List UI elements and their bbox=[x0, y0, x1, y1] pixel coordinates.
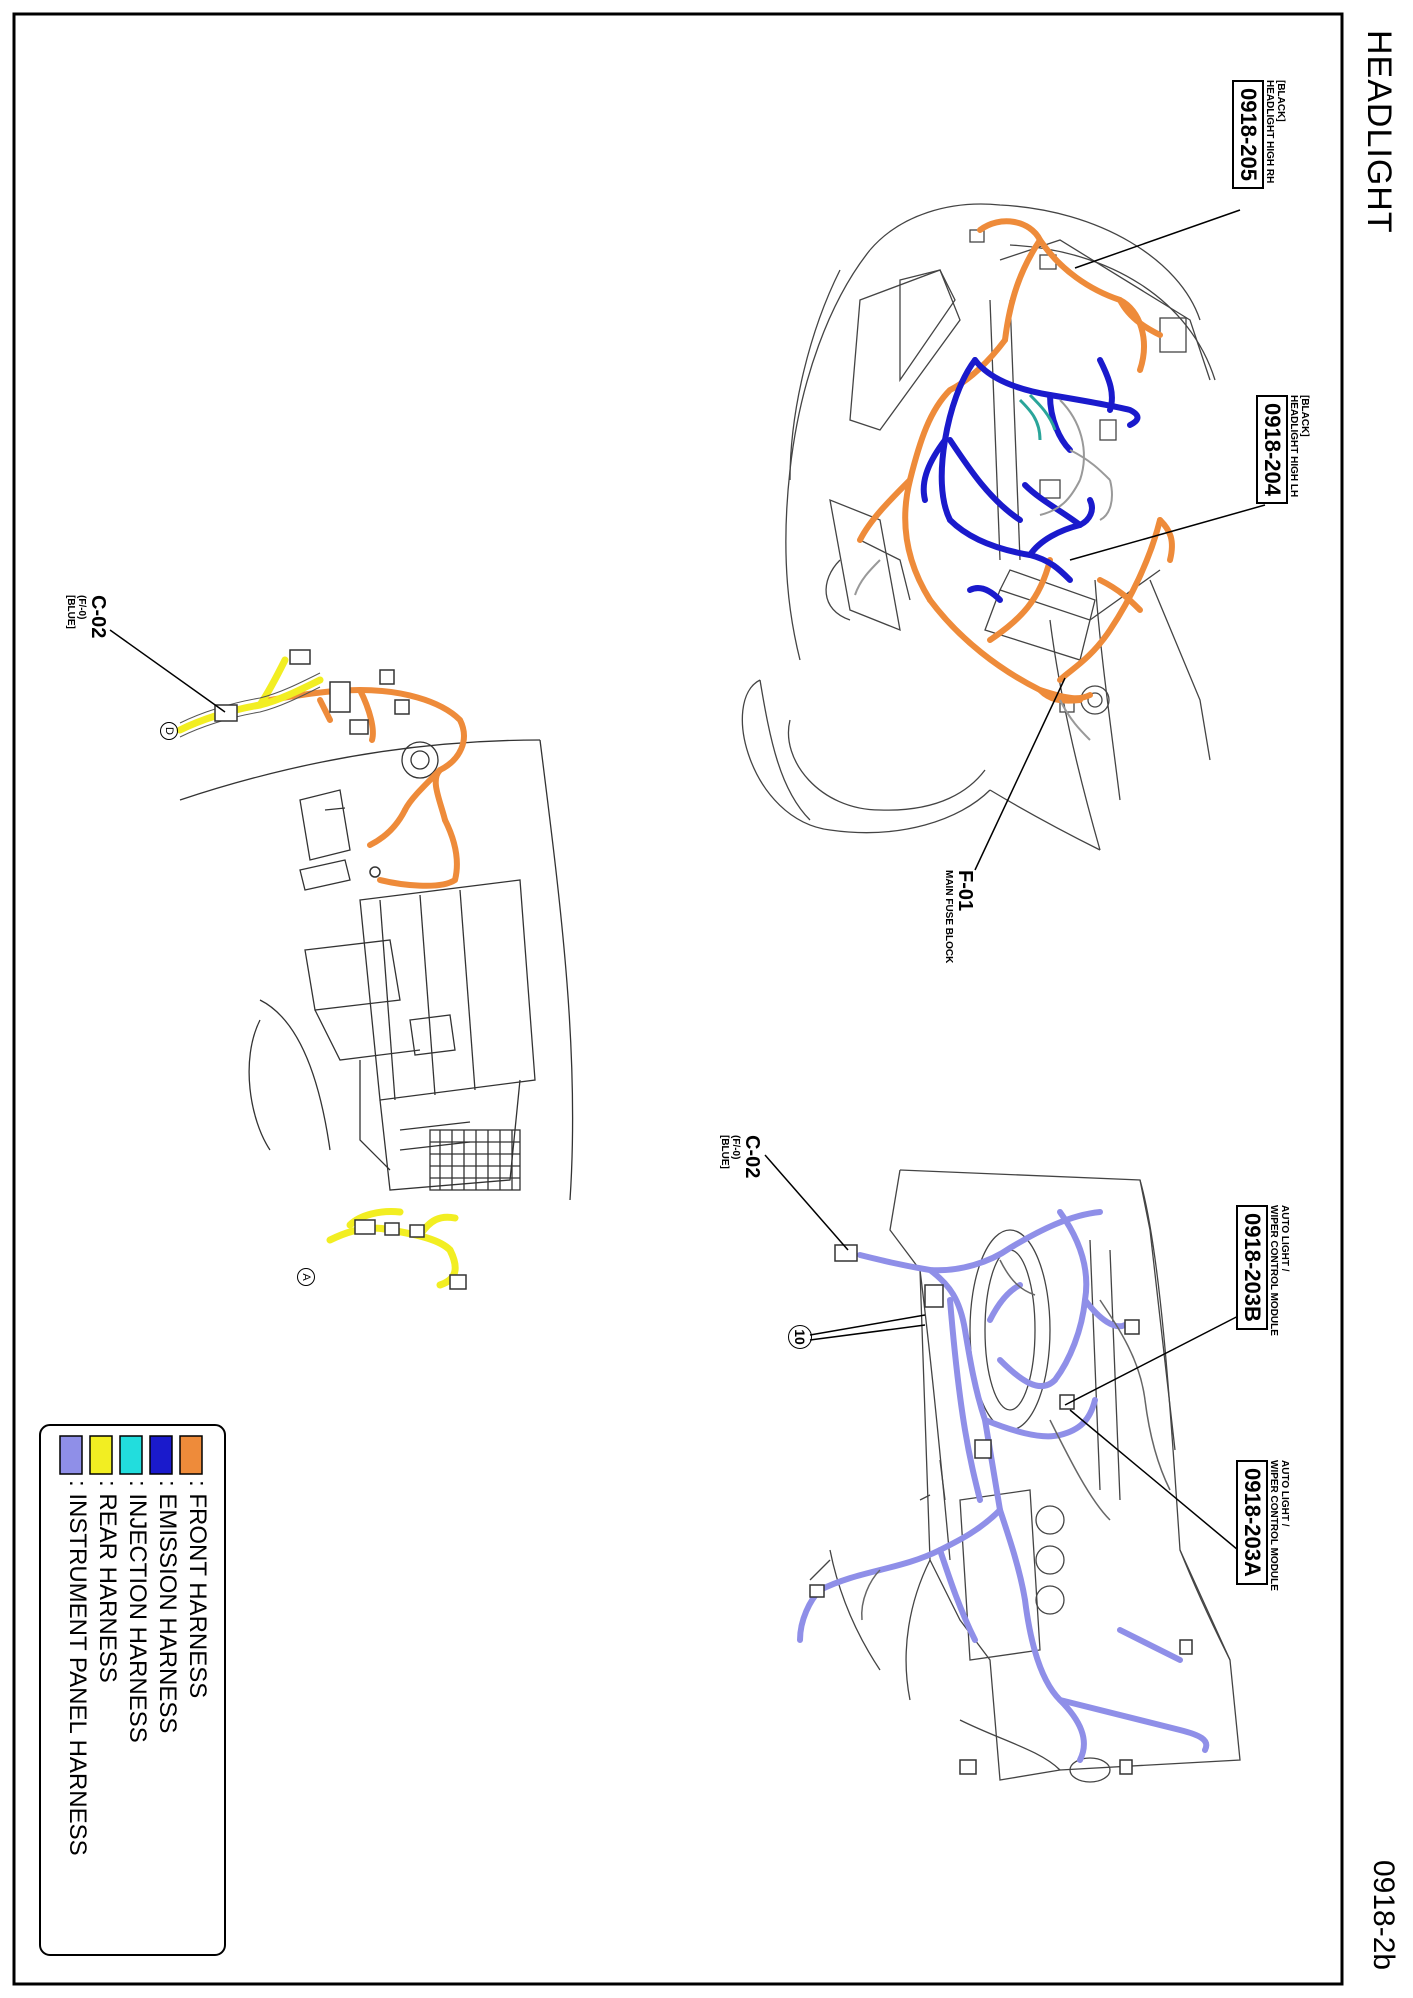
callout-wiper-module-b: AUTO LIGHT / WIPER CONTROL MODULE 0918-2… bbox=[1236, 1205, 1290, 1336]
injection-harness-engine bbox=[1018, 393, 1057, 441]
emission-harness bbox=[920, 357, 1141, 603]
callout-wiper-module-a: AUTO LIGHT / WIPER CONTROL MODULE 0918-2… bbox=[1236, 1460, 1290, 1591]
callout-headlight-high-lh: [BLACK] HEADLIGHT HIGH LH 0918-204 bbox=[1256, 395, 1310, 504]
legend-label-front-harness: : FRONT HARNESS bbox=[184, 1480, 211, 1699]
cabin-connectors bbox=[214, 649, 467, 1290]
front-harness-engine bbox=[857, 218, 1175, 704]
ip-leader-lines bbox=[764, 1154, 1251, 1561]
callout-description: HEADLIGHT HIGH LH bbox=[1288, 395, 1299, 498]
cabin-drawing bbox=[179, 739, 574, 1201]
ip-minor-wires bbox=[861, 1259, 1171, 1621]
connection-marker-d: D bbox=[160, 722, 178, 740]
ip-harness bbox=[797, 1209, 1210, 1763]
callout-description: MAIN FUSE BLOCK bbox=[943, 870, 954, 964]
engine-minor-wires bbox=[854, 399, 1113, 741]
instrument-panel-drawing bbox=[809, 1169, 1241, 1783]
legend-swatch bbox=[59, 1435, 83, 1475]
legend-swatch bbox=[149, 1435, 173, 1475]
callout-line2: WIPER CONTROL MODULE bbox=[1268, 1460, 1279, 1591]
callout-line2: WIPER CONTROL MODULE bbox=[1268, 1205, 1279, 1336]
connector-code-c-02: C-02 bbox=[87, 595, 109, 639]
legend-label-injection-harness: : INJECTION HARNESS bbox=[124, 1480, 151, 1743]
connector-code-0918-203b: 0918-203B bbox=[1236, 1205, 1268, 1330]
callout-c02-cabin: C-02 (F/-0) [BLUE] bbox=[65, 595, 109, 639]
engine-bay-drawing bbox=[741, 203, 1216, 851]
engine-leader-lines bbox=[974, 209, 1266, 871]
legend-label-rear-harness: : REAR HARNESS bbox=[94, 1480, 121, 1683]
page-title: HEADLIGHT bbox=[1360, 30, 1398, 234]
callout-color-note: [BLACK] bbox=[1275, 80, 1286, 122]
legend-box bbox=[39, 1424, 226, 1956]
ground-point-marker: 10 bbox=[788, 1325, 812, 1349]
outer-frame bbox=[12, 12, 1344, 1986]
callout-sub: (F/-0) bbox=[730, 1135, 741, 1160]
legend-swatches bbox=[59, 1435, 203, 1475]
connector-code-0918-204: 0918-204 bbox=[1256, 395, 1288, 504]
callout-c02-panel: C-02 (F/-0) [BLUE] bbox=[719, 1135, 763, 1179]
callout-line1: AUTO LIGHT / bbox=[1279, 1460, 1290, 1527]
legend-swatch bbox=[89, 1435, 113, 1475]
rear-harness-outline bbox=[179, 672, 321, 738]
connector-code-c-02: C-02 bbox=[741, 1135, 763, 1179]
legend-swatch bbox=[119, 1435, 143, 1475]
callout-headlight-high-rh: [BLACK] HEADLIGHT HIGH RH 0918-205 bbox=[1232, 80, 1286, 189]
cabin-leader-lines bbox=[109, 629, 226, 713]
ip-connectors bbox=[809, 1244, 1193, 1775]
callout-sub: (F/-0) bbox=[76, 595, 87, 620]
callout-color-note: [BLUE] bbox=[719, 1135, 730, 1169]
page-code: 0918-2b bbox=[1367, 1860, 1400, 1971]
callout-description: HEADLIGHT HIGH RH bbox=[1264, 80, 1275, 184]
callout-color-note: [BLUE] bbox=[65, 595, 76, 629]
connector-code-f-01: F-01 bbox=[954, 870, 976, 912]
callout-color-note: [BLACK] bbox=[1299, 395, 1310, 437]
callout-line1: AUTO LIGHT / bbox=[1279, 1205, 1290, 1272]
legend-label-emission-harness: : EMISSION HARNESS bbox=[154, 1480, 181, 1734]
legend-frame bbox=[39, 1424, 226, 1956]
legend-label-instrument-panel-harness: : INSTRUMENT PANEL HARNESS bbox=[64, 1480, 91, 1856]
connector-code-0918-203a: 0918-203A bbox=[1236, 1460, 1268, 1585]
connector-code-0918-205: 0918-205 bbox=[1232, 80, 1264, 189]
callout-main-fuse-block: F-01 MAIN FUSE BLOCK bbox=[943, 870, 976, 964]
connection-marker-a: A bbox=[297, 1268, 315, 1286]
legend-swatch bbox=[179, 1435, 203, 1475]
